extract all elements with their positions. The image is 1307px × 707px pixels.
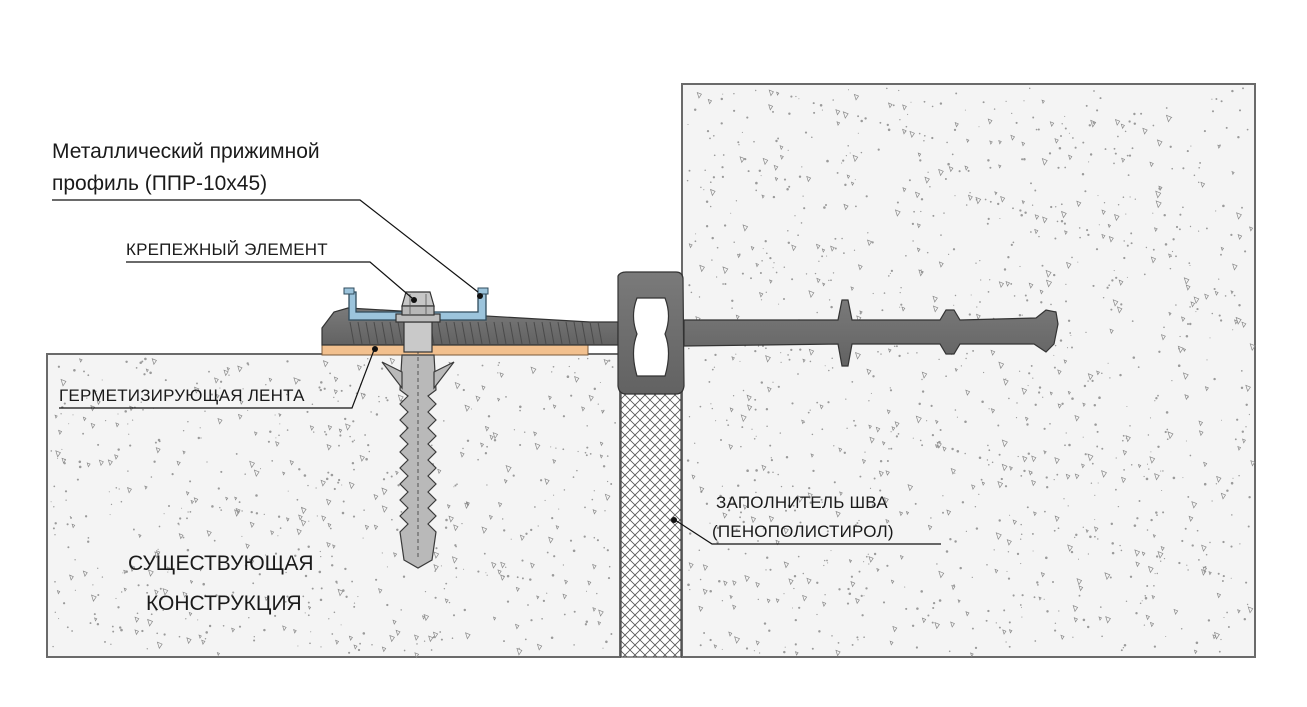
sealing-tape — [321, 343, 589, 356]
leader-fastener-dot — [411, 297, 417, 303]
leader-profile-dot — [477, 293, 483, 299]
leader-tape-dot — [372, 346, 378, 352]
sealing-tape-label: ГЕРМЕТИЗИРУЮЩАЯ ЛЕНТА — [59, 386, 305, 405]
leader-filler — [674, 519, 941, 545]
fastener-label: КРЕПЕЖНЫЙ ЭЛЕМЕНТ — [126, 240, 328, 259]
structure-label-line2: КОНСТРУКЦИЯ — [146, 592, 302, 615]
leader-fastener — [126, 261, 413, 299]
filler-label-line2: (ПЕНОПОЛИСТИРОЛ) — [712, 522, 894, 541]
profile-label-line1: Металлический прижимной — [52, 140, 320, 163]
concrete-texture-left — [50, 357, 616, 659]
structure-label-line1: СУЩЕСТВУЮЩАЯ — [128, 552, 314, 575]
leader-tape — [59, 349, 375, 409]
fastener-bolt — [395, 291, 441, 353]
joint-filler — [620, 391, 682, 658]
filler-label-line1: ЗАПОЛНИТЕЛЬ ШВА — [716, 493, 888, 512]
concrete-texture-right — [685, 87, 1256, 658]
existing-structure-block — [46, 353, 621, 658]
anchor-dowel — [381, 350, 455, 569]
profile-label-line2: профиль (ППР-10х45) — [52, 172, 267, 195]
right-concrete-block — [681, 83, 1256, 658]
leader-filler-dot — [671, 517, 677, 523]
leader-profile — [52, 199, 479, 293]
